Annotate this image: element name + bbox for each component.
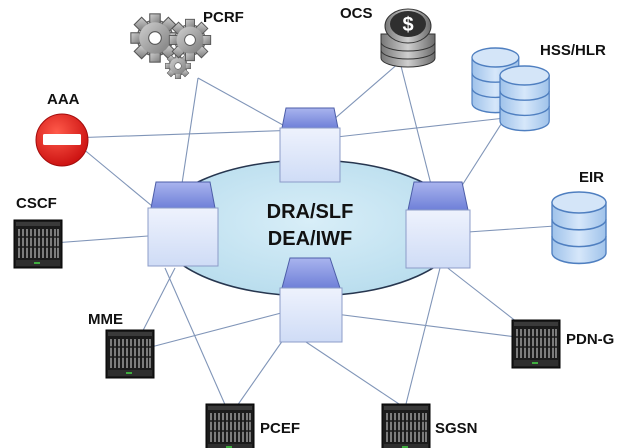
core-label-line2: DEA/IWF [267, 228, 353, 250]
cscf-server-icon [13, 219, 63, 269]
link-pcef-left [164, 267, 231, 417]
link-pdng-bottom [319, 311, 541, 341]
hss-database-icon [471, 47, 550, 132]
sgsn-label: SGSN [435, 420, 478, 437]
coin-stack-icon: $ [380, 8, 436, 68]
hss-hlr-label: HSS/HLR [540, 42, 606, 59]
eir-database-icon [551, 191, 607, 265]
dra-node-left[interactable] [147, 181, 219, 267]
dra-node-right[interactable] [405, 181, 471, 269]
pcef-server-icon [205, 403, 255, 448]
mme-server-icon [105, 329, 155, 379]
link-aaa-top [69, 129, 301, 139]
pcef-label: PCEF [260, 420, 301, 437]
link-pcef-bottom [229, 329, 291, 417]
no-entry-icon [35, 113, 89, 167]
aaa-label: AAA [47, 91, 80, 108]
gears-icon [130, 13, 212, 79]
link-eir-right [467, 225, 556, 233]
dra-node-bottom[interactable] [279, 257, 343, 343]
cscf-label: CSCF [16, 195, 57, 212]
core-label-line1: DRA/SLF [266, 201, 354, 223]
mme-label: MME [88, 311, 123, 328]
ocs-label: OCS [340, 5, 373, 22]
link-sgsn-right [404, 267, 441, 409]
pdng-server-icon [511, 319, 561, 369]
link-hss-top [309, 117, 506, 141]
svg-text:$: $ [402, 14, 413, 36]
pdn-g-label: PDN-G [566, 331, 615, 348]
dra-node-top[interactable] [279, 107, 341, 183]
eir-label: EIR [579, 169, 605, 186]
link-sgsn-bottom [299, 337, 406, 409]
link-mme-bottom [131, 311, 286, 353]
sgsn-server-icon [381, 403, 431, 448]
pcrf-label: PCRF [203, 9, 244, 26]
